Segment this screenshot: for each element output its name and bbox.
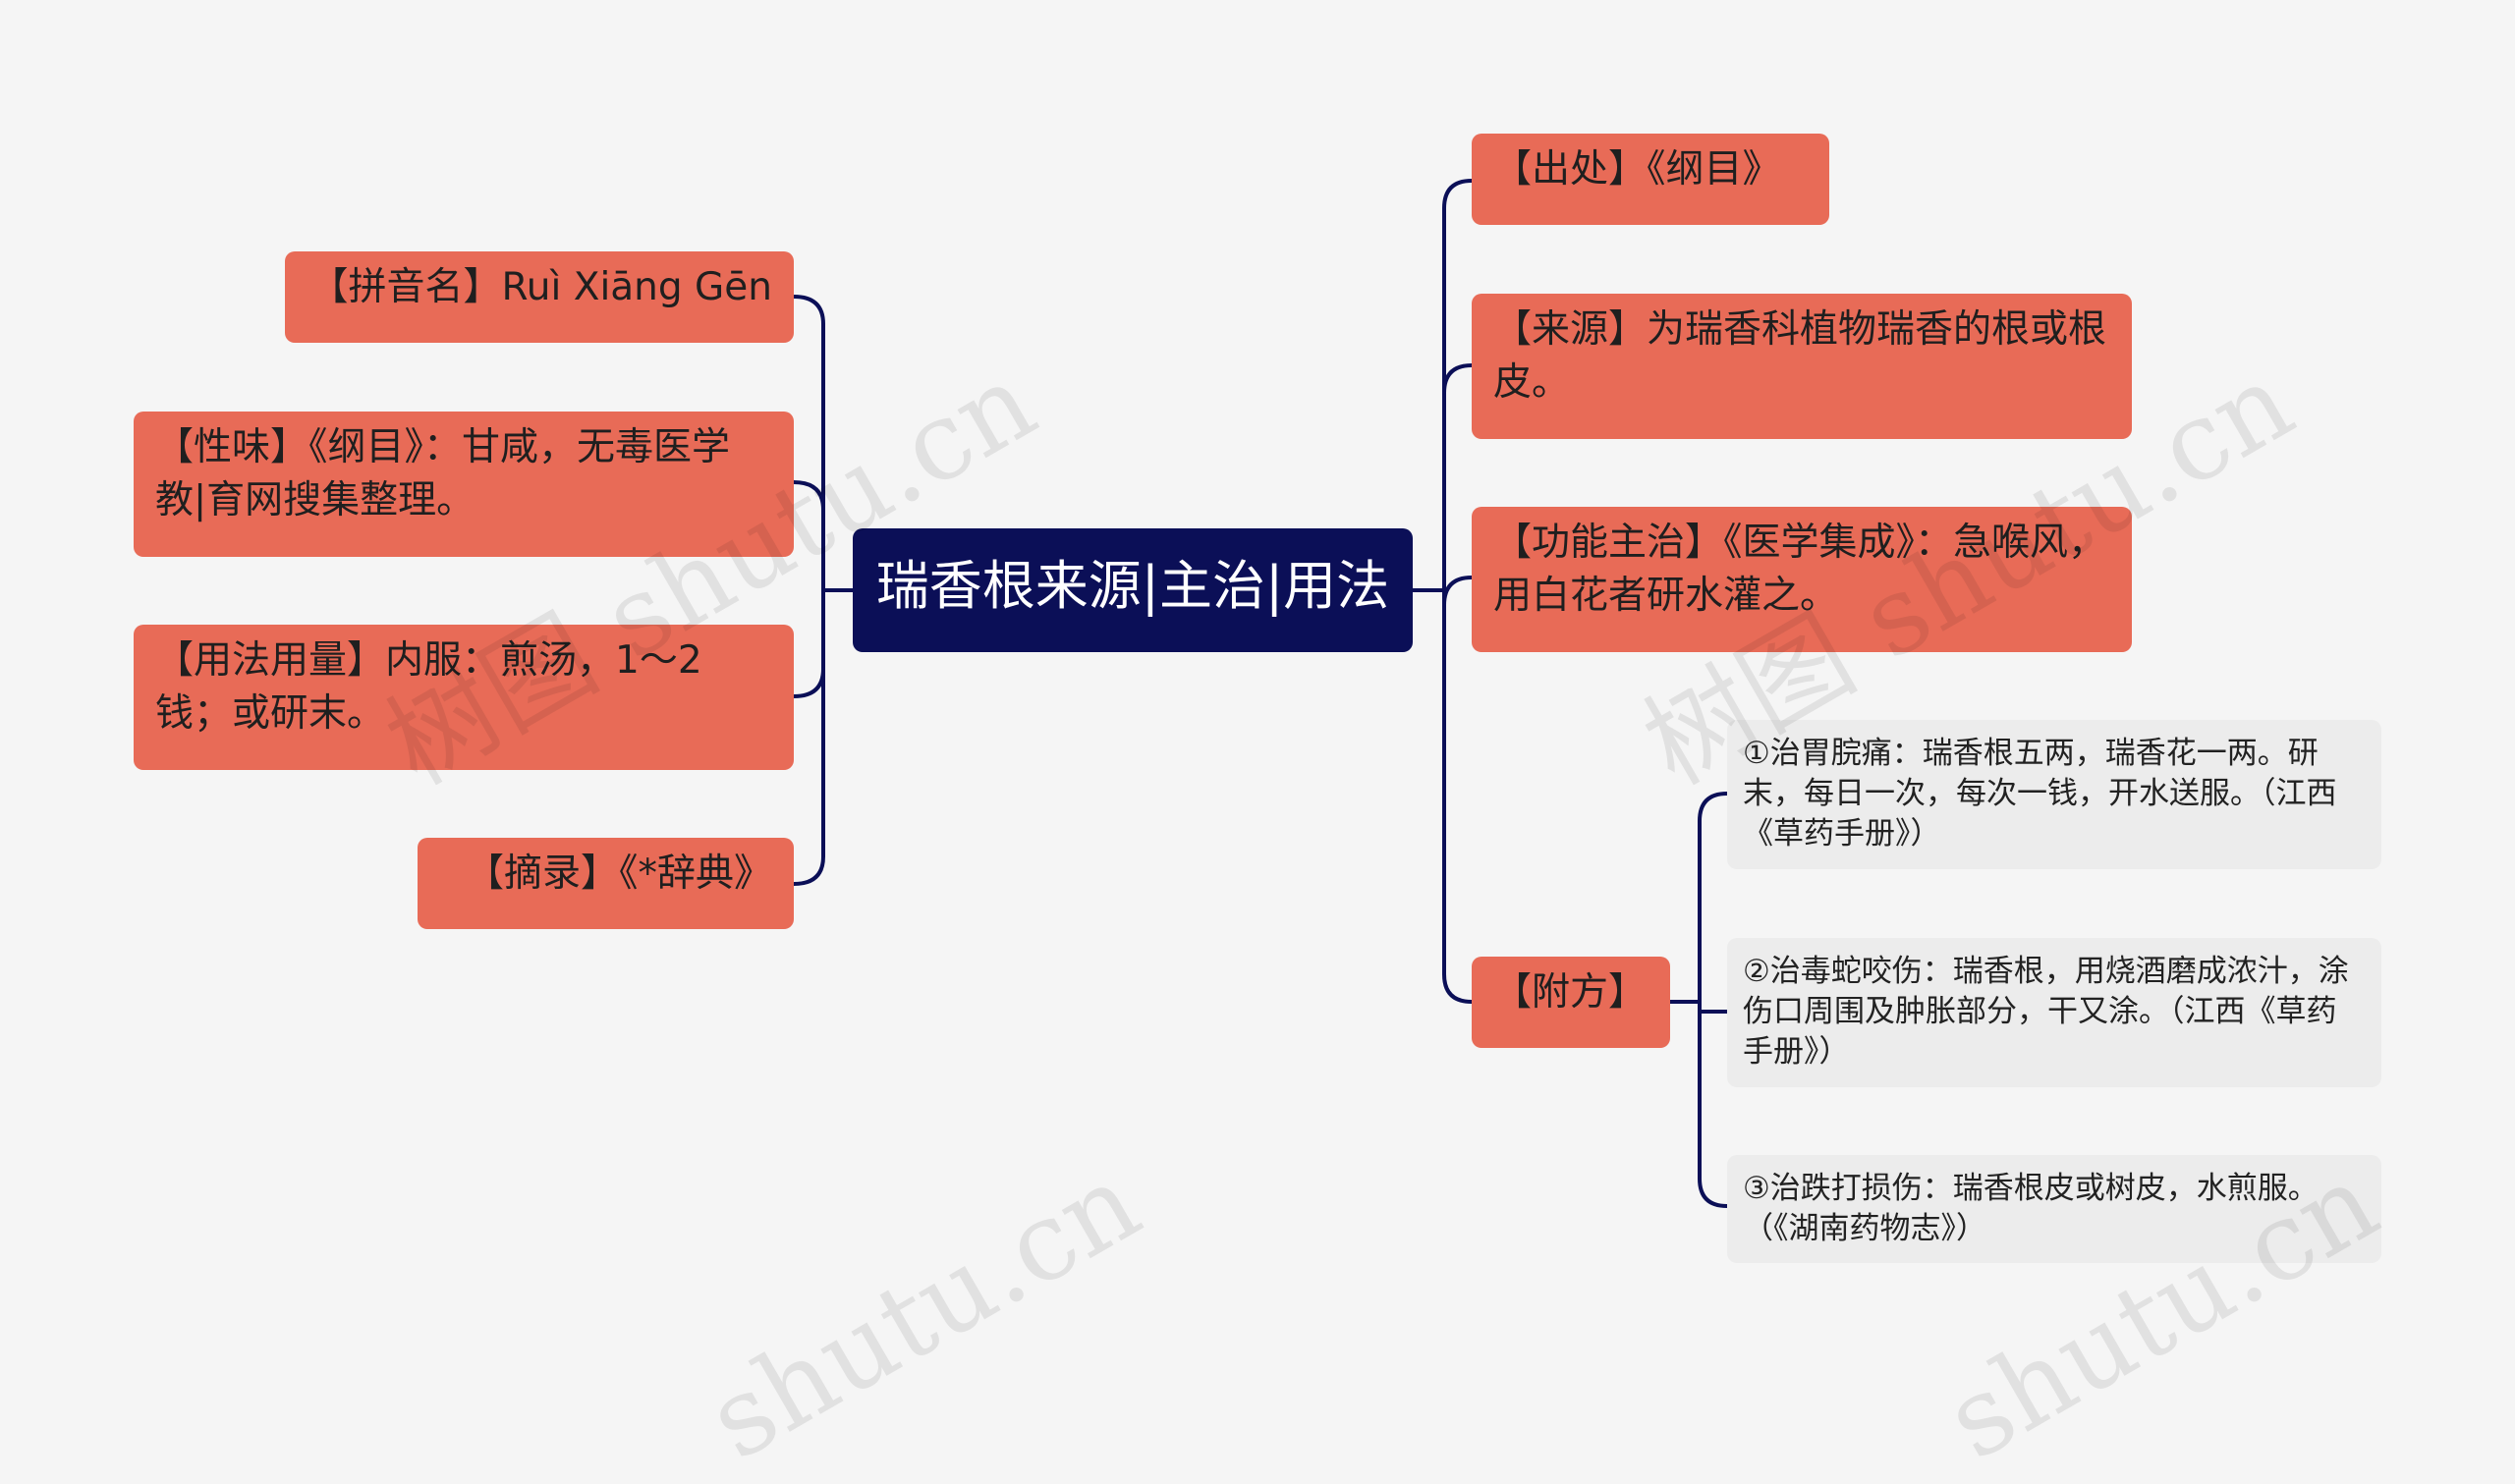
node-label: 【拼音名】Ruì Xiāng Gēn: [309, 265, 772, 309]
node-label: 【附方】: [1493, 970, 1648, 1015]
fufang-item-1[interactable]: ①治胃脘痛：瑞香根五两，瑞香花一两。研末，每日一次，每次一钱，开水送服。（江西《…: [1727, 720, 2381, 869]
fufang-item-3[interactable]: ③治跌打损伤：瑞香根皮或树皮，水煎服。（《湖南药物志》）: [1727, 1155, 2381, 1263]
leaf-label: ①治胃脘痛：瑞香根五两，瑞香花一两。研末，每日一次，每次一钱，开水送服。（江西《…: [1743, 736, 2337, 852]
node-label: 【来源】为瑞香科植物瑞香的根或根皮。: [1493, 307, 2107, 405]
leaf-label: ②治毒蛇咬伤：瑞香根，用烧酒磨成浓汁，涂伤口周围及肿胀部分，干又涂。（江西《草药…: [1743, 954, 2349, 1070]
root-node[interactable]: 瑞香根来源|主治|用法: [853, 528, 1413, 652]
left-node-xingwei[interactable]: 【性味】《纲目》：甘咸，无毒医学教|育网搜集整理。: [134, 412, 794, 557]
node-label: 【用法用量】内服：煎汤，1～2钱；或研末。: [155, 638, 702, 736]
right-node-laiyuan[interactable]: 【来源】为瑞香科植物瑞香的根或根皮。: [1472, 294, 2132, 439]
fufang-item-2[interactable]: ②治毒蛇咬伤：瑞香根，用烧酒磨成浓汁，涂伤口周围及肿胀部分，干又涂。（江西《草药…: [1727, 938, 2381, 1087]
right-node-chuchu[interactable]: 【出处】《纲目》: [1472, 134, 1829, 225]
node-label: 【摘录】《*辞典》: [465, 852, 772, 896]
mindmap-canvas: 瑞香根来源|主治|用法 【拼音名】Ruì Xiāng Gēn 【性味】《纲目》：…: [134, 134, 2397, 1484]
node-label: 【出处】《纲目》: [1493, 147, 1781, 192]
connector-lines: [792, 179, 1729, 1208]
root-label: 瑞香根来源|主治|用法: [875, 555, 1390, 617]
node-label: 【功能主治】《医学集成》：急喉风，用白花者研水灌之。: [1493, 521, 2107, 618]
left-node-yongfa[interactable]: 【用法用量】内服：煎汤，1～2钱；或研末。: [134, 625, 794, 770]
leaf-label: ③治跌打损伤：瑞香根皮或树皮，水煎服。（《湖南药物志》）: [1743, 1171, 2319, 1246]
right-node-fufang[interactable]: 【附方】: [1472, 957, 1670, 1048]
left-node-pinyin[interactable]: 【拼音名】Ruì Xiāng Gēn: [285, 251, 794, 343]
left-node-zhailu[interactable]: 【摘录】《*辞典》: [418, 838, 794, 929]
right-node-gongneng[interactable]: 【功能主治】《医学集成》：急喉风，用白花者研水灌之。: [1472, 507, 2132, 652]
node-label: 【性味】《纲目》：甘咸，无毒医学教|育网搜集整理。: [155, 425, 731, 522]
